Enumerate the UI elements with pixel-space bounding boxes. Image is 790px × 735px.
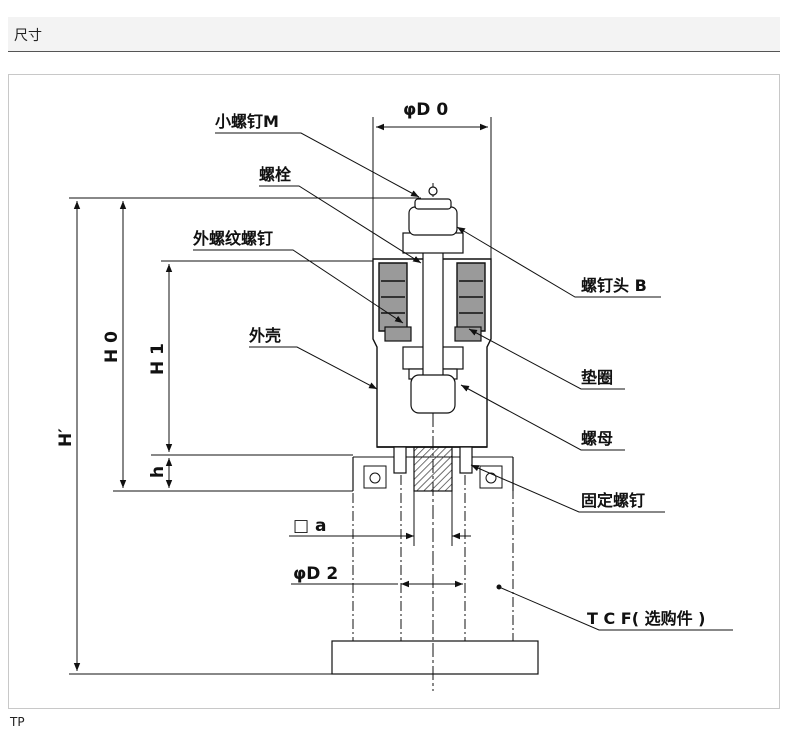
- label-washer: 垫圈: [581, 368, 613, 387]
- label-nut: 螺母: [581, 429, 613, 448]
- label-external-thread-screw: 外螺纹螺钉: [192, 229, 273, 248]
- footer-text: TP: [10, 715, 25, 729]
- leader-lines: [193, 132, 733, 631]
- dim-h0: H 0: [102, 331, 122, 363]
- section-title: 尺寸: [14, 28, 42, 44]
- dim-a: □ a: [293, 516, 326, 536]
- dim-h: h: [148, 466, 168, 478]
- dim-h1: H 1: [148, 343, 168, 375]
- square-shaft: [413, 446, 453, 492]
- bolt: [410, 234, 456, 414]
- drawing-frame: 小螺钉M 螺栓 外螺纹螺钉 外壳 螺钉头 B 垫圈 螺母 固定螺钉 T C F(…: [8, 74, 780, 709]
- dim-d2: φD 2: [293, 564, 338, 584]
- label-tcf: T C F( 选购件 ): [587, 609, 706, 628]
- header-bar: 尺寸: [8, 17, 780, 52]
- label-small-screw: 小螺钉M: [215, 112, 279, 131]
- label-screw-head: 螺钉头 B: [581, 276, 647, 295]
- screw-head: [402, 186, 464, 254]
- label-bolt: 螺栓: [259, 165, 292, 184]
- dim-h-prime: H′: [56, 428, 76, 447]
- housing: [372, 258, 492, 448]
- dimension-lines: [73, 123, 488, 671]
- tcf-base: [331, 456, 539, 675]
- label-housing: 外壳: [248, 326, 281, 345]
- label-fixing-screw: 固定螺钉: [581, 491, 645, 510]
- extension-lines: [69, 117, 492, 675]
- fixing-screws: [393, 446, 473, 474]
- dim-d0: φD 0: [403, 100, 448, 120]
- dimension-drawing: 小螺钉M 螺栓 外螺纹螺钉 外壳 螺钉头 B 垫圈 螺母 固定螺钉 T C F(…: [56, 100, 733, 691]
